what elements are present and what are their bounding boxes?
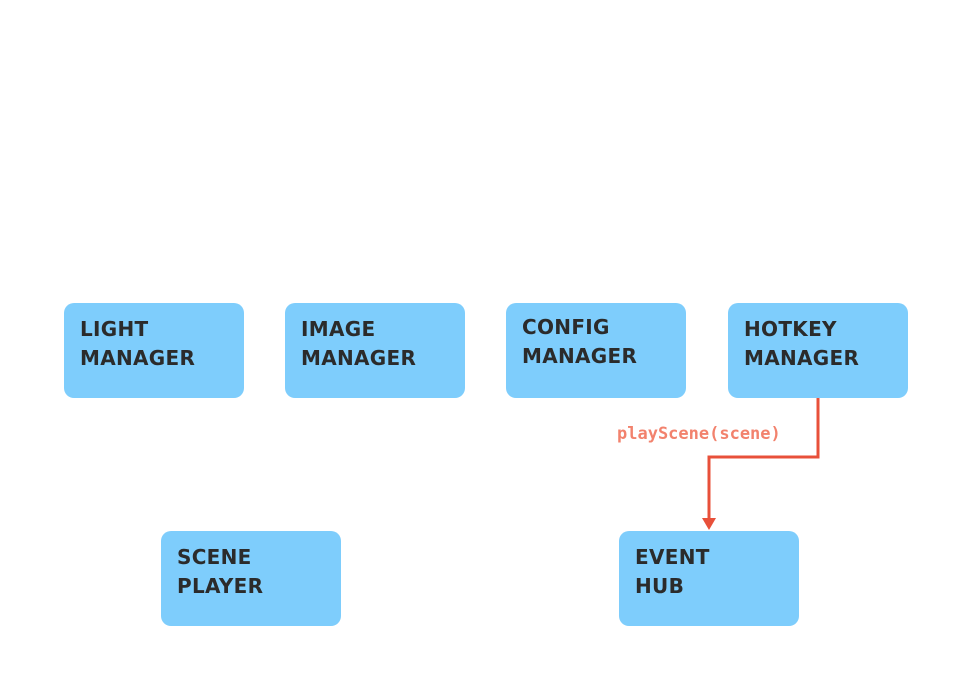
light-manager-label-line2: MANAGER <box>80 346 196 370</box>
image-manager-label-line2: MANAGER <box>301 346 417 370</box>
light-manager-label-line1: LIGHT <box>80 317 149 341</box>
image-manager-node: IMAGE MANAGER <box>285 303 465 398</box>
light-manager-node: LIGHT MANAGER <box>64 303 244 398</box>
config-manager-node: CONFIG MANAGER <box>506 303 686 398</box>
edge-arrowhead-icon <box>702 518 716 530</box>
config-manager-label-line2: MANAGER <box>522 344 638 368</box>
scene-player-node: SCENE PLAYER <box>161 531 341 626</box>
image-manager-label-line1: IMAGE <box>301 317 376 341</box>
scene-player-label-line2: PLAYER <box>177 574 264 598</box>
hotkey-manager-node: HOTKEY MANAGER <box>728 303 908 398</box>
event-hub-node: EVENT HUB <box>619 531 799 626</box>
hotkey-manager-label-line2: MANAGER <box>744 346 860 370</box>
config-manager-label-line1: CONFIG <box>522 315 610 339</box>
event-hub-label-line2: HUB <box>635 574 685 598</box>
hotkey-manager-label-line1: HOTKEY <box>744 317 837 341</box>
event-hub-label-line1: EVENT <box>635 545 710 569</box>
scene-player-label-line1: SCENE <box>177 545 252 569</box>
edge-hotkey-to-event-line <box>707 398 820 518</box>
edge-label-play-scene: playScene(scene) <box>617 424 781 444</box>
